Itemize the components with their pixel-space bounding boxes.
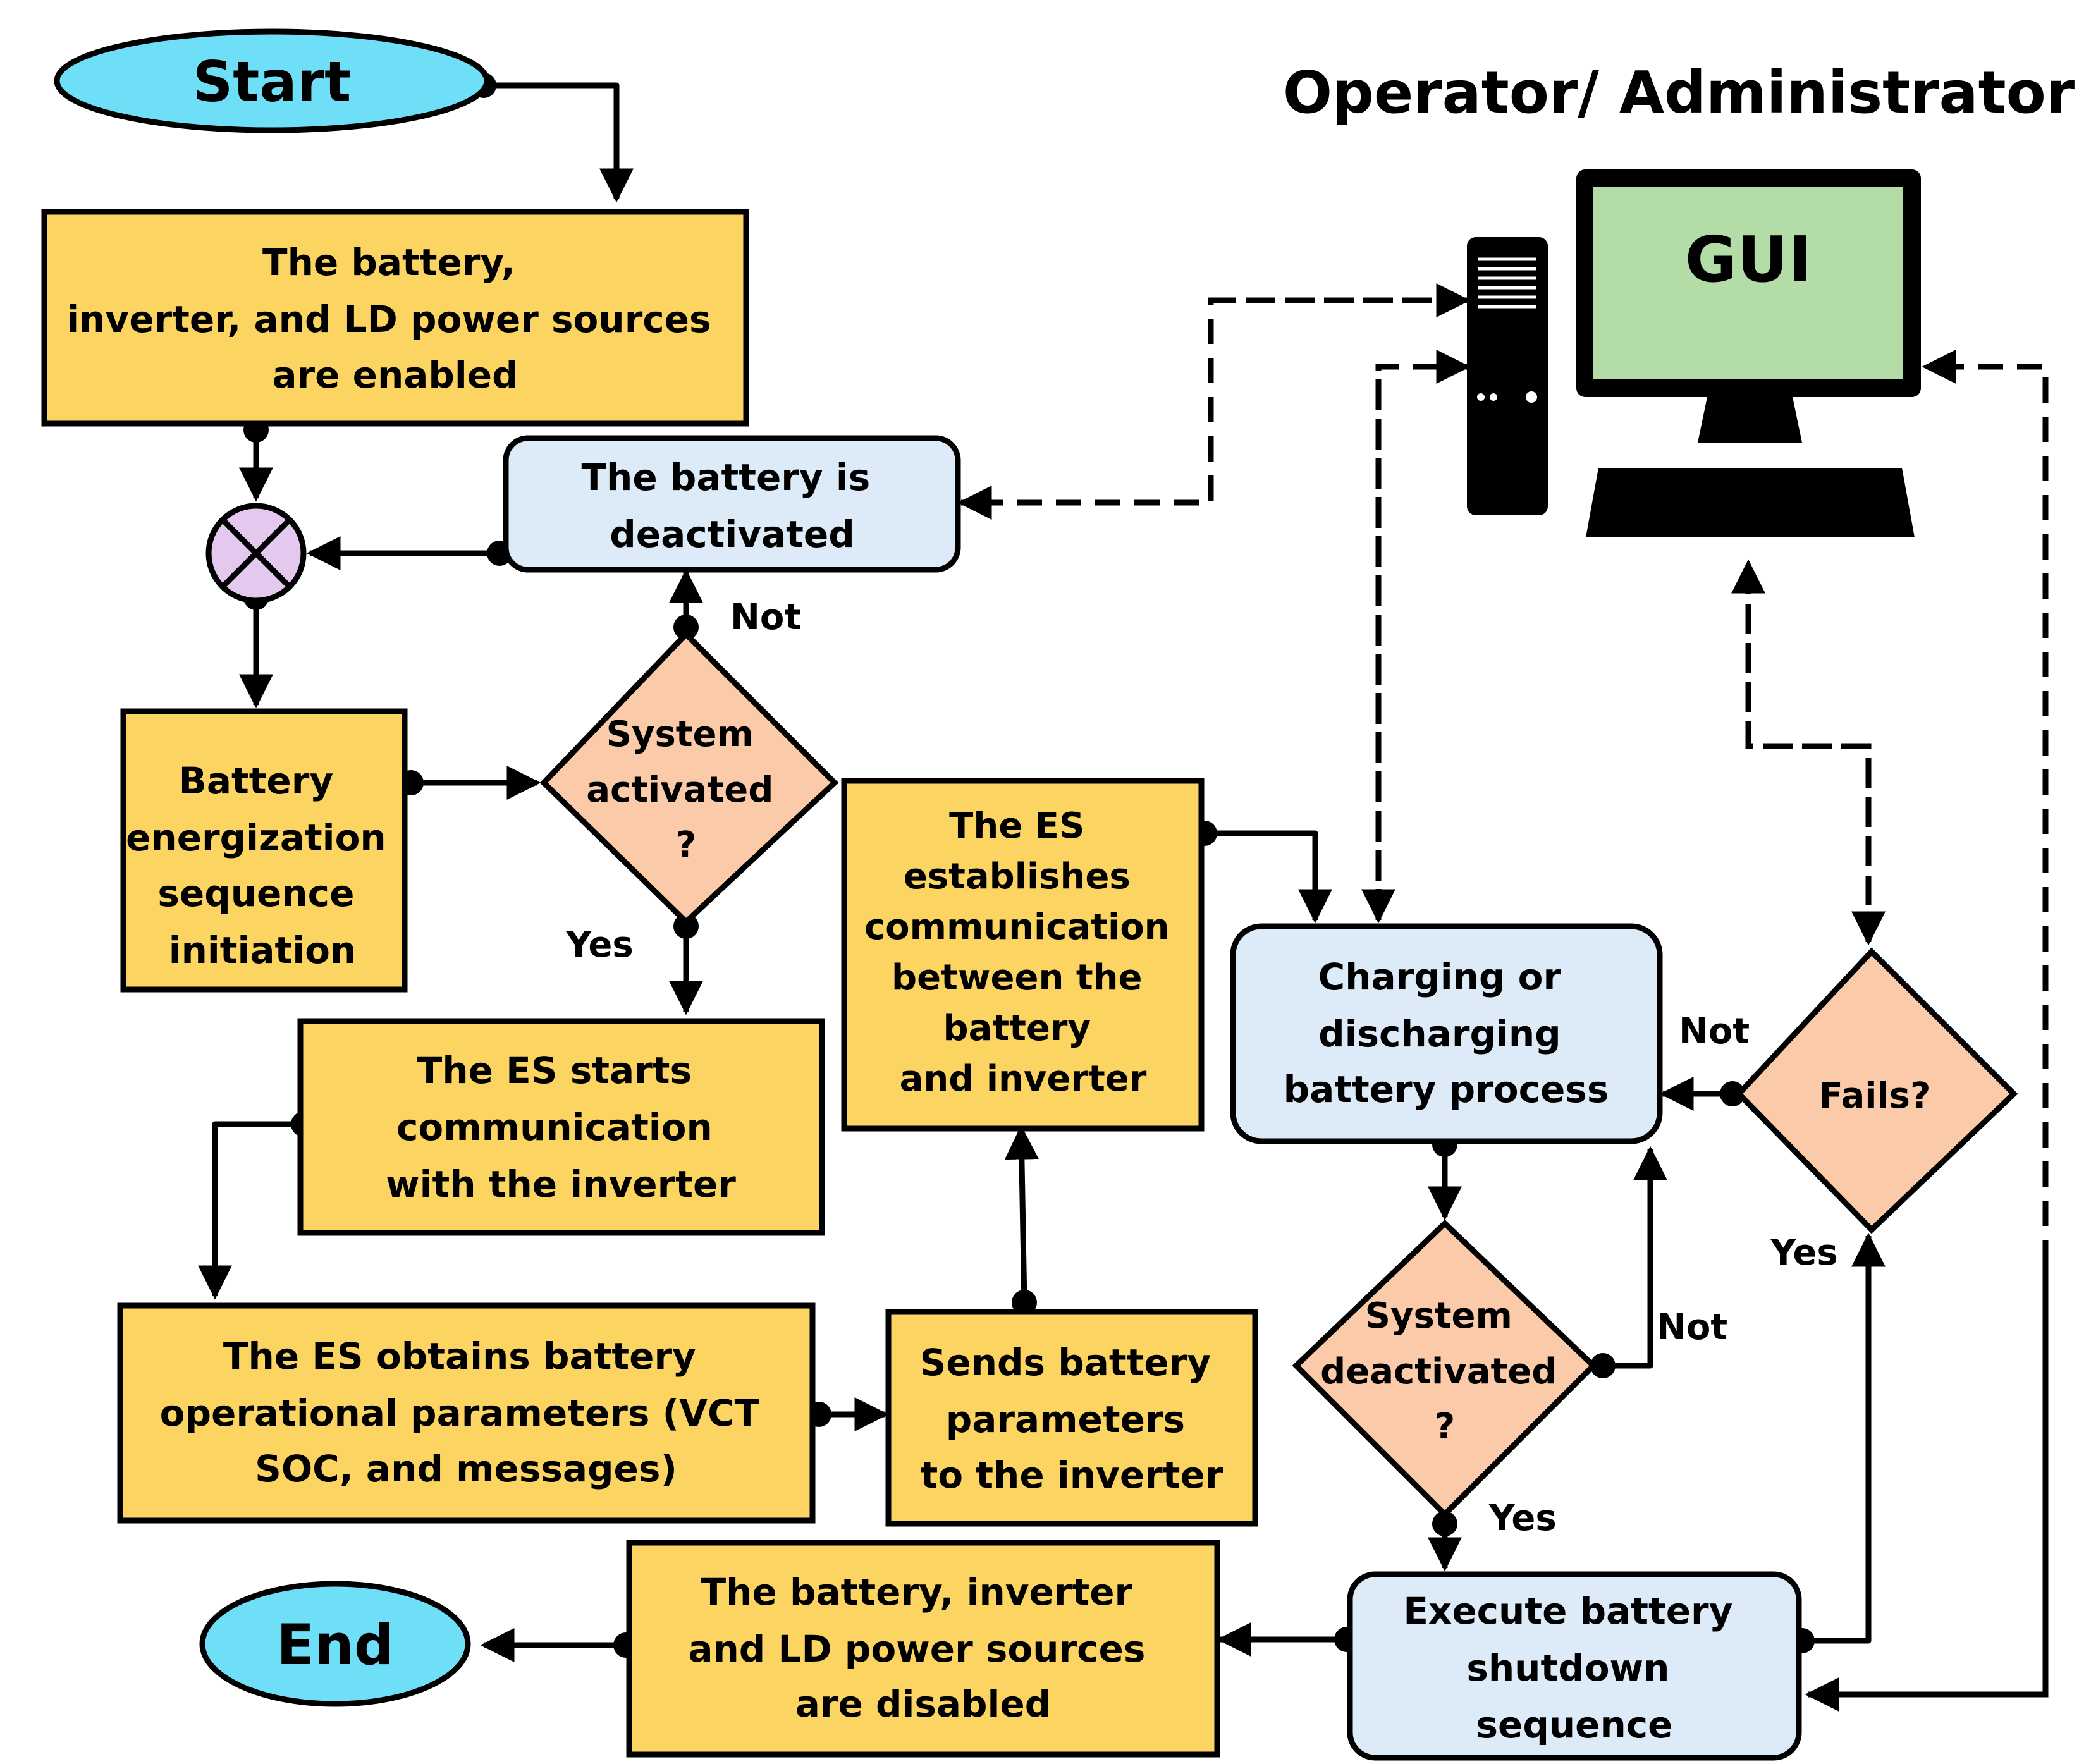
- summing-junction: [205, 503, 307, 604]
- dashed-tower-to-deactivated: [957, 297, 1467, 520]
- node-sends-text: Sends battery parameters to the inverter: [920, 1341, 1224, 1497]
- end-shape: [199, 1581, 471, 1707]
- node-disable: The battery, inverter and LD power sourc…: [626, 1540, 1220, 1758]
- end-terminal: End: [199, 1581, 471, 1707]
- node-charging-box: [1230, 923, 1663, 1144]
- dashed-keyboard-to-fails: [1745, 569, 1886, 946]
- end-label: End: [276, 1612, 394, 1677]
- node-energization-text: Battery energization sequence initiation: [126, 759, 399, 972]
- decision-system-activated: System activated ?: [539, 630, 839, 926]
- node-shutdown: Execute battery shutdown sequence: [1347, 1571, 1802, 1761]
- label-yes-deactivated: Yes: [1488, 1498, 1557, 1539]
- node-disable-text: The battery, inverter and LD power sourc…: [688, 1571, 1158, 1725]
- edge-dot: [1432, 1511, 1457, 1536]
- node-obtains: The ES obtains battery operational param…: [117, 1302, 816, 1524]
- label-not-activated: Not: [730, 597, 801, 638]
- label-not-deactivated: Not: [1657, 1307, 1727, 1348]
- node-disable-box: [626, 1540, 1220, 1758]
- dashed-monitor-to-shutdown: [1805, 1265, 2049, 1712]
- edge-dot: [673, 615, 699, 640]
- operator-title: Operator/ Administrator: [1283, 59, 2075, 126]
- gui-label: GUI: [1685, 223, 1812, 297]
- edge-dot: [673, 914, 699, 939]
- decision-fails-text: Fails?: [1819, 1075, 1931, 1117]
- node-es-establishes: The ES establishes communication between…: [841, 778, 1205, 1132]
- label-yes-fails: Yes: [1770, 1232, 1838, 1273]
- node-es-starts: The ES starts communication with the inv…: [297, 1018, 825, 1236]
- node-es-starts-box: [297, 1018, 825, 1236]
- decision-system-deactivated-text: System deactivated ?: [1320, 1295, 1569, 1447]
- node-shutdown-text: Execute battery shutdown sequence: [1403, 1589, 1745, 1746]
- node-es-establishes-box: [841, 778, 1205, 1132]
- node-sends: Sends battery parameters to the inverter: [885, 1309, 1258, 1527]
- decision-system-deactivated: System deactivated ?: [1292, 1219, 1598, 1519]
- node-deactivated-text: The battery is deactivated: [581, 456, 883, 556]
- edge-sends-to-establishes: [1004, 1125, 1039, 1303]
- node-energization: Battery energization sequence initiation: [120, 708, 408, 993]
- keyboard-icon: [1586, 468, 1915, 537]
- edge-sysdeact-not-to-charging: [1603, 1146, 1667, 1369]
- label-yes-activated: Yes: [565, 924, 634, 965]
- edge-dot: [1012, 1290, 1037, 1315]
- node-sends-box: [885, 1309, 1258, 1527]
- edge-establishes-to-charging: [1205, 830, 1332, 924]
- node-enable-box: [41, 209, 749, 427]
- node-es-starts-text: The ES starts communication with the inv…: [386, 1049, 736, 1206]
- edge-dot: [1720, 1081, 1745, 1106]
- edge-dot: [1590, 1353, 1616, 1378]
- edge-start-to-enable: [484, 82, 634, 203]
- decision-system-activated-text: System activated ?: [586, 714, 786, 866]
- node-enable: The battery, inverter, and LD power sour…: [41, 209, 749, 427]
- computer-tower-icon: [1467, 237, 1548, 515]
- node-deactivated-box: [503, 435, 961, 573]
- node-charging-text: Charging or discharging battery process: [1284, 955, 1609, 1111]
- start-terminal: Start: [54, 28, 490, 133]
- monitor-icon: GUI: [1576, 169, 1921, 443]
- node-energization-box: [120, 708, 408, 993]
- start-label: Start: [193, 49, 351, 114]
- decision-fails: Fails?: [1734, 947, 2018, 1234]
- node-es-establishes-text: The ES establishes communication between…: [864, 805, 1182, 1099]
- dashed-charging-to-tower: [1375, 350, 1471, 920]
- node-obtains-box: [117, 1302, 816, 1524]
- edge-shutdown-to-fails: [1802, 1232, 1886, 1644]
- node-charging: Charging or discharging battery process: [1230, 923, 1663, 1144]
- dashed-fails-to-keyboard: [1731, 559, 1872, 901]
- decision-system-deactivated-shape: [1292, 1219, 1598, 1519]
- node-obtains-text: The ES obtains battery operational param…: [160, 1335, 773, 1490]
- node-enable-text: The battery, inverter, and LD power sour…: [66, 241, 724, 396]
- start-shape: [54, 28, 490, 133]
- dashed-shutdown-to-monitor: [1808, 350, 2049, 1698]
- decision-fails-shape: [1734, 947, 2018, 1234]
- node-shutdown-box: [1347, 1571, 1802, 1761]
- node-deactivated: The battery is deactivated: [503, 435, 961, 573]
- operator-computer: GUI: [1467, 169, 1921, 537]
- edge-es-starts-to-obtains: [198, 1121, 304, 1300]
- decision-system-activated-shape: [539, 630, 839, 926]
- label-not-fails: Not: [1679, 1011, 1750, 1052]
